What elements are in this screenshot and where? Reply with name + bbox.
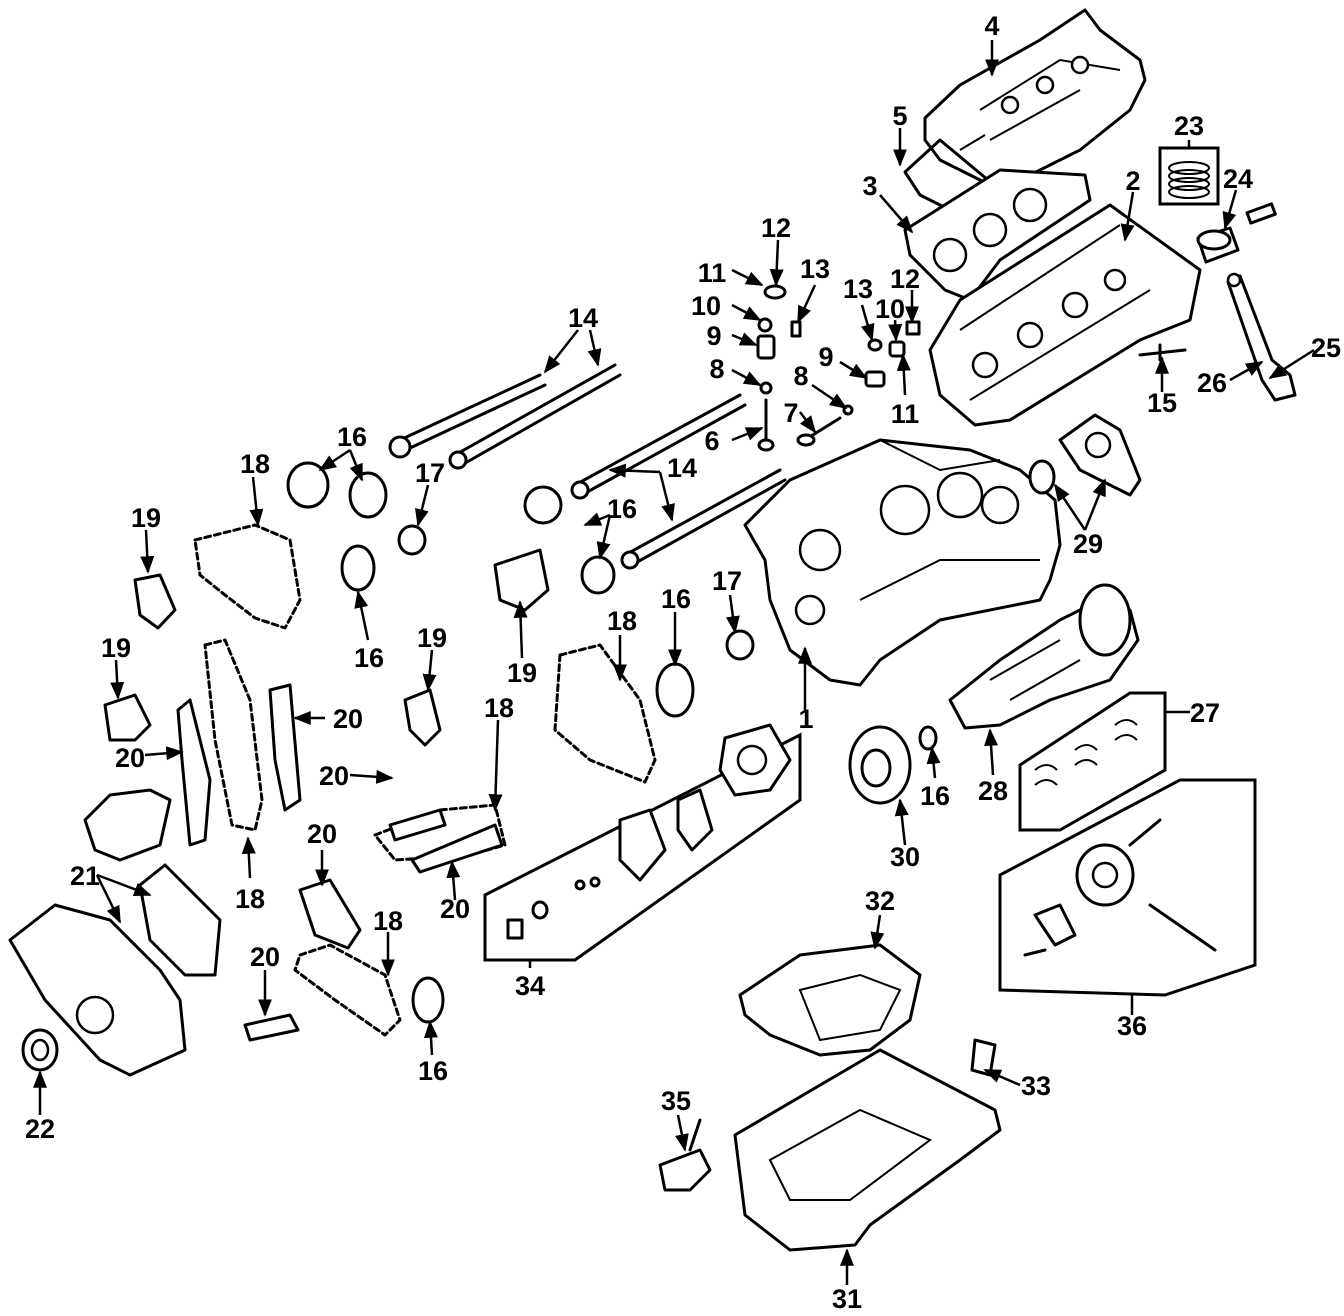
callout-8b: 8 <box>793 361 808 391</box>
callout-12b: 12 <box>890 264 920 294</box>
chain-guides-part-20 <box>176 683 504 1042</box>
piston-part-24 <box>1196 202 1277 264</box>
callout-34: 34 <box>515 971 545 1001</box>
callout-19b: 19 <box>101 633 131 663</box>
callout-35: 35 <box>661 1086 691 1116</box>
callout-18b: 18 <box>235 884 265 914</box>
front-seal-part-22 <box>21 1028 59 1072</box>
callout-16f: 16 <box>418 1056 448 1086</box>
callout-26: 26 <box>1197 368 1227 398</box>
sprockets-part-16 <box>286 461 695 1024</box>
callout-20f: 20 <box>250 942 280 972</box>
callout-15: 15 <box>1147 388 1177 418</box>
callout-22: 22 <box>25 1114 55 1144</box>
connecting-rod-part-25 <box>1226 272 1297 402</box>
idler-part-17 <box>397 524 755 661</box>
bracket-part-33 <box>970 1038 997 1077</box>
callout-labels: 1 2 3 4 5 6 7 8 8 9 9 10 10 11 11 12 12 … <box>25 11 1341 1314</box>
callout-3: 3 <box>862 171 877 201</box>
engine-block-part-1 <box>743 438 1062 687</box>
piston-rings-part-23 <box>1158 146 1220 206</box>
callout-16b: 16 <box>354 643 384 673</box>
callout-11a: 11 <box>698 258 727 288</box>
callout-17b: 17 <box>712 566 742 596</box>
callout-27: 27 <box>1190 698 1220 728</box>
callout-33: 33 <box>1021 1071 1051 1101</box>
main-bearings-part-27 <box>1018 691 1167 832</box>
callout-19a: 19 <box>131 503 161 533</box>
callout-10b: 10 <box>875 294 905 324</box>
callout-14b: 14 <box>667 453 697 483</box>
callout-13b: 13 <box>843 274 873 304</box>
callout-19c: 19 <box>417 623 447 653</box>
callout-9b: 9 <box>818 342 833 372</box>
callout-6: 6 <box>704 426 719 456</box>
tensioners-part-19 <box>103 548 550 747</box>
callout-16d: 16 <box>661 584 691 614</box>
camshafts-part-14 <box>388 363 787 570</box>
cylinder-head-part-2 <box>928 203 1202 427</box>
oil-filter-adapter-part-35 <box>658 1118 712 1192</box>
callout-1: 1 <box>798 704 813 734</box>
callout-8a: 8 <box>709 354 724 384</box>
callout-17a: 17 <box>415 458 445 488</box>
callout-7: 7 <box>783 398 798 428</box>
callout-32: 32 <box>865 886 895 916</box>
callout-23: 23 <box>1174 111 1204 141</box>
harmonic-balancer-part-30 <box>848 725 938 805</box>
oil-pan-gasket-part-32 <box>738 943 922 1057</box>
bolt-part-15 <box>1138 343 1187 362</box>
callout-30: 30 <box>890 842 920 872</box>
callout-28: 28 <box>978 776 1008 806</box>
callout-12a: 12 <box>761 213 791 243</box>
callout-25: 25 <box>1311 333 1341 363</box>
oil-pump-group-part-34 <box>483 723 802 962</box>
callout-31: 31 <box>832 1284 862 1314</box>
callout-20c: 20 <box>319 761 349 791</box>
callout-16c: 16 <box>607 494 637 524</box>
crankshaft-part-28 <box>948 583 1140 730</box>
oil-pan-part-31 <box>733 1048 1002 1252</box>
callout-20b: 20 <box>333 704 363 734</box>
cylinder-head-gasket-part-3 <box>903 168 1092 302</box>
callout-13a: 13 <box>800 254 830 284</box>
leader-lines <box>33 40 1315 1285</box>
callout-21: 21 <box>70 861 100 891</box>
callout-11b: 11 <box>891 399 920 429</box>
callout-24: 24 <box>1223 164 1253 194</box>
timing-covers-part-21 <box>8 788 222 1077</box>
callout-18c: 18 <box>484 693 514 723</box>
callout-36: 36 <box>1117 1011 1147 1041</box>
callout-16e: 16 <box>920 781 950 811</box>
callout-18a: 18 <box>240 449 270 479</box>
callout-5: 5 <box>892 101 907 131</box>
callout-20e: 20 <box>307 819 337 849</box>
callout-4: 4 <box>984 11 999 41</box>
callout-14a: 14 <box>568 303 598 333</box>
callout-20a: 20 <box>115 743 145 773</box>
callout-18d: 18 <box>607 606 637 636</box>
callout-18e: 18 <box>373 906 403 936</box>
callout-16a: 16 <box>337 422 367 452</box>
callout-19d: 19 <box>507 658 537 688</box>
oil-pickup-group-part-36 <box>998 778 1257 997</box>
callout-10a: 10 <box>691 291 721 321</box>
callout-20d: 20 <box>440 894 470 924</box>
valve-cover-part-4 <box>923 8 1147 192</box>
callout-2: 2 <box>1125 166 1140 196</box>
valve-components-left <box>756 284 921 452</box>
rear-main-seal-part-29 <box>1028 413 1142 497</box>
callout-29: 29 <box>1073 529 1103 559</box>
callout-9a: 9 <box>706 321 721 351</box>
